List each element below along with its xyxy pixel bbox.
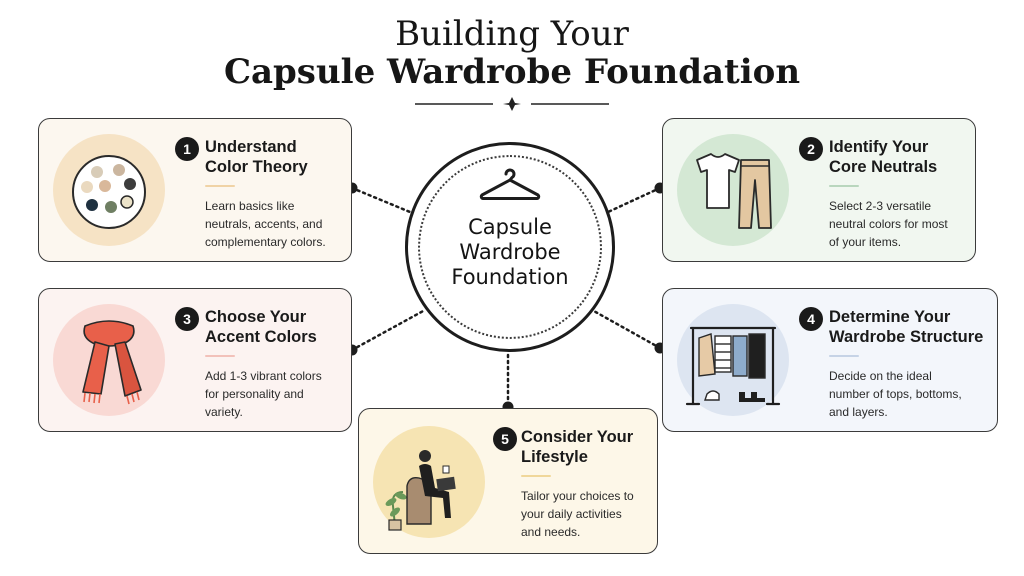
step-title: Understand Color Theory [205,138,308,176]
step-4-thumbnail [677,304,789,416]
step-card-4: 4 Determine Your Wardrobe Structure Deci… [662,288,998,432]
step-title: Determine Your Wardrobe Structure [829,308,984,346]
center-hub-label: Capsule Wardrobe Foundation [451,215,569,289]
step-5-thumbnail [373,426,485,538]
step-number-badge: 1 [175,137,199,161]
person-with-laptop-icon [373,426,485,538]
title-line-2: Capsule Wardrobe Foundation [223,52,801,92]
step-accent-bar [829,355,859,357]
step-accent-bar [829,185,859,187]
clothing-rack-icon [677,304,789,416]
step-card-2: 2 Identify Your Core Neutrals Select 2-3… [662,118,976,262]
step-1-thumbnail [53,134,165,246]
step-description: Decide on the ideal number of tops, bott… [829,369,962,419]
step-card-5: 5 Consider Your Lifestyle Tailor your ch… [358,408,658,554]
step-description: Select 2-3 versatile neutral colors for … [829,199,948,249]
step-title: Choose Your Accent Colors [205,308,317,346]
hanger-icon [479,168,541,200]
step-accent-bar [521,475,551,477]
step-title: Consider Your Lifestyle [521,428,634,466]
step-accent-bar [205,355,235,357]
center-hub-inner-ring [418,155,602,339]
connector-2 [606,186,662,214]
step-number-badge: 4 [799,307,823,331]
step-3-thumbnail [53,304,165,416]
step-card-3: 3 Choose Your Accent Colors Add 1-3 vibr… [38,288,352,432]
star-icon [503,97,521,111]
tshirt-and-trousers-icon [677,134,789,246]
step-description: Learn basics like neutrals, accents, and… [205,199,326,249]
connector-3 [350,308,427,352]
step-number-badge: 5 [493,427,517,451]
scarf-icon [53,304,165,416]
step-description: Add 1-3 vibrant colors for personality a… [205,369,322,419]
step-number-badge: 3 [175,307,199,331]
connector-4 [590,308,662,350]
color-palette-icon [53,134,165,246]
connector-1 [350,186,412,214]
step-number-badge: 2 [799,137,823,161]
step-description: Tailor your choices to your daily activi… [521,489,634,539]
step-accent-bar [205,185,235,187]
step-title: Identify Your Core Neutrals [829,138,938,176]
step-2-thumbnail [677,134,789,246]
center-hub: Capsule Wardrobe Foundation [405,142,615,352]
step-card-1: 1 Understand Color Theory Learn basics l… [38,118,352,262]
title-line-1: Building Your [395,14,629,54]
title-divider [415,97,609,111]
